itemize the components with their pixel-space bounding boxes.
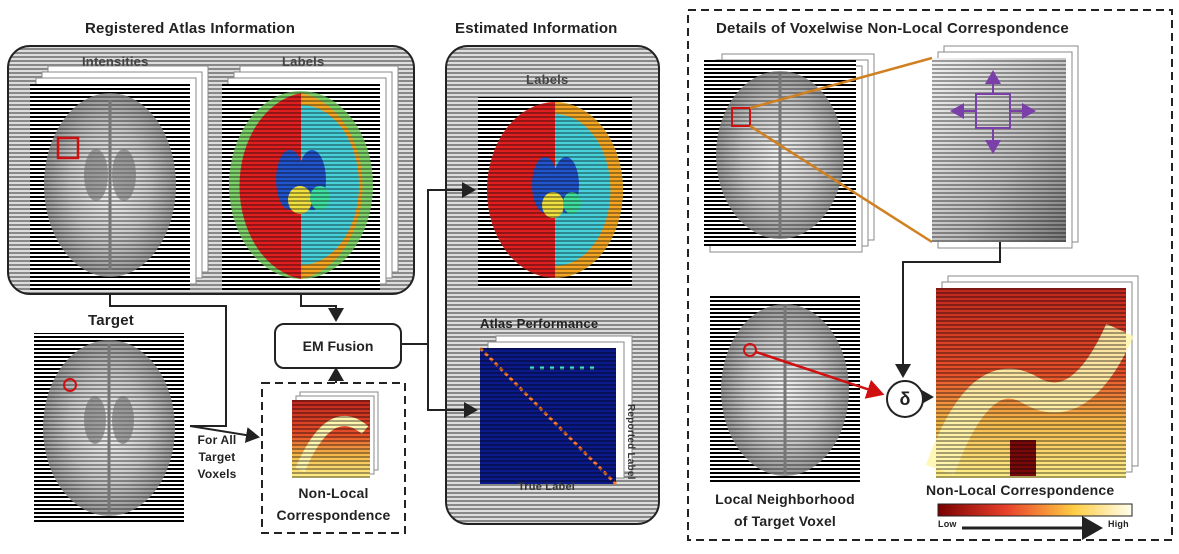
local-caption-line-2: of Target Voxel xyxy=(733,513,837,529)
red-correspondence-arrow xyxy=(755,350,885,399)
local-caption-line-1: Local Neighborhood xyxy=(715,491,855,507)
for-all-line-3: Voxels xyxy=(197,467,237,481)
colorbar-high: High xyxy=(1108,519,1129,529)
true-label-axis: True Label xyxy=(518,481,576,493)
confusion-matrix-stack xyxy=(478,335,633,486)
target-brain xyxy=(34,333,184,523)
atlas-performance-label: Atlas Performance xyxy=(480,316,599,331)
intensity-stack xyxy=(30,65,209,290)
em-fusion-box: EM Fusion xyxy=(274,323,402,369)
target-label: Target xyxy=(88,312,134,329)
nlc-small-stack xyxy=(292,391,379,478)
nlc-heatmap-stack xyxy=(925,275,1139,478)
nlc-dashed-box xyxy=(261,382,406,534)
zoom-patch-stack xyxy=(932,45,1079,249)
connectors xyxy=(109,182,1001,443)
for-all-target-voxels: For All Target Voxels xyxy=(190,432,244,483)
estimated-label-map xyxy=(478,97,632,287)
nlc-caption-line-1: Non-Local xyxy=(298,485,369,501)
for-all-line-1: For All xyxy=(197,433,237,447)
details-title: Details of Voxelwise Non-Local Correspon… xyxy=(716,20,1069,37)
target-voxel-circle xyxy=(63,378,77,392)
details-brain-stack xyxy=(704,53,875,253)
local-voxel-circle xyxy=(743,343,757,357)
registered-atlas-title: Registered Atlas Information xyxy=(85,20,296,37)
intensities-label: Intensities xyxy=(82,54,149,69)
estimated-labels-label: Labels xyxy=(526,72,569,87)
label-stack xyxy=(222,65,399,290)
details-roi-square xyxy=(731,107,751,127)
nlc-right-caption: Non-Local Correspondence xyxy=(926,482,1115,498)
colorbar xyxy=(937,503,1133,517)
nlc-caption-line-2: Correspondence xyxy=(276,507,391,523)
atlas-labels-label: Labels xyxy=(282,54,325,69)
details-dashed-panel xyxy=(687,9,1173,541)
local-neighborhood-brain xyxy=(710,294,860,484)
red-roi-square xyxy=(56,136,80,160)
for-all-line-2: Target xyxy=(198,450,236,464)
local-neighborhood-caption: Local Neighborhood of Target Voxel xyxy=(700,488,870,532)
estimated-info-title: Estimated Information xyxy=(455,20,618,37)
reported-label-axis: Reported Label xyxy=(625,404,636,480)
colorbar-low: Low xyxy=(938,519,957,529)
nlc-caption: Non-Local Correspondence xyxy=(262,482,405,526)
delta-operator: δ xyxy=(886,380,924,418)
